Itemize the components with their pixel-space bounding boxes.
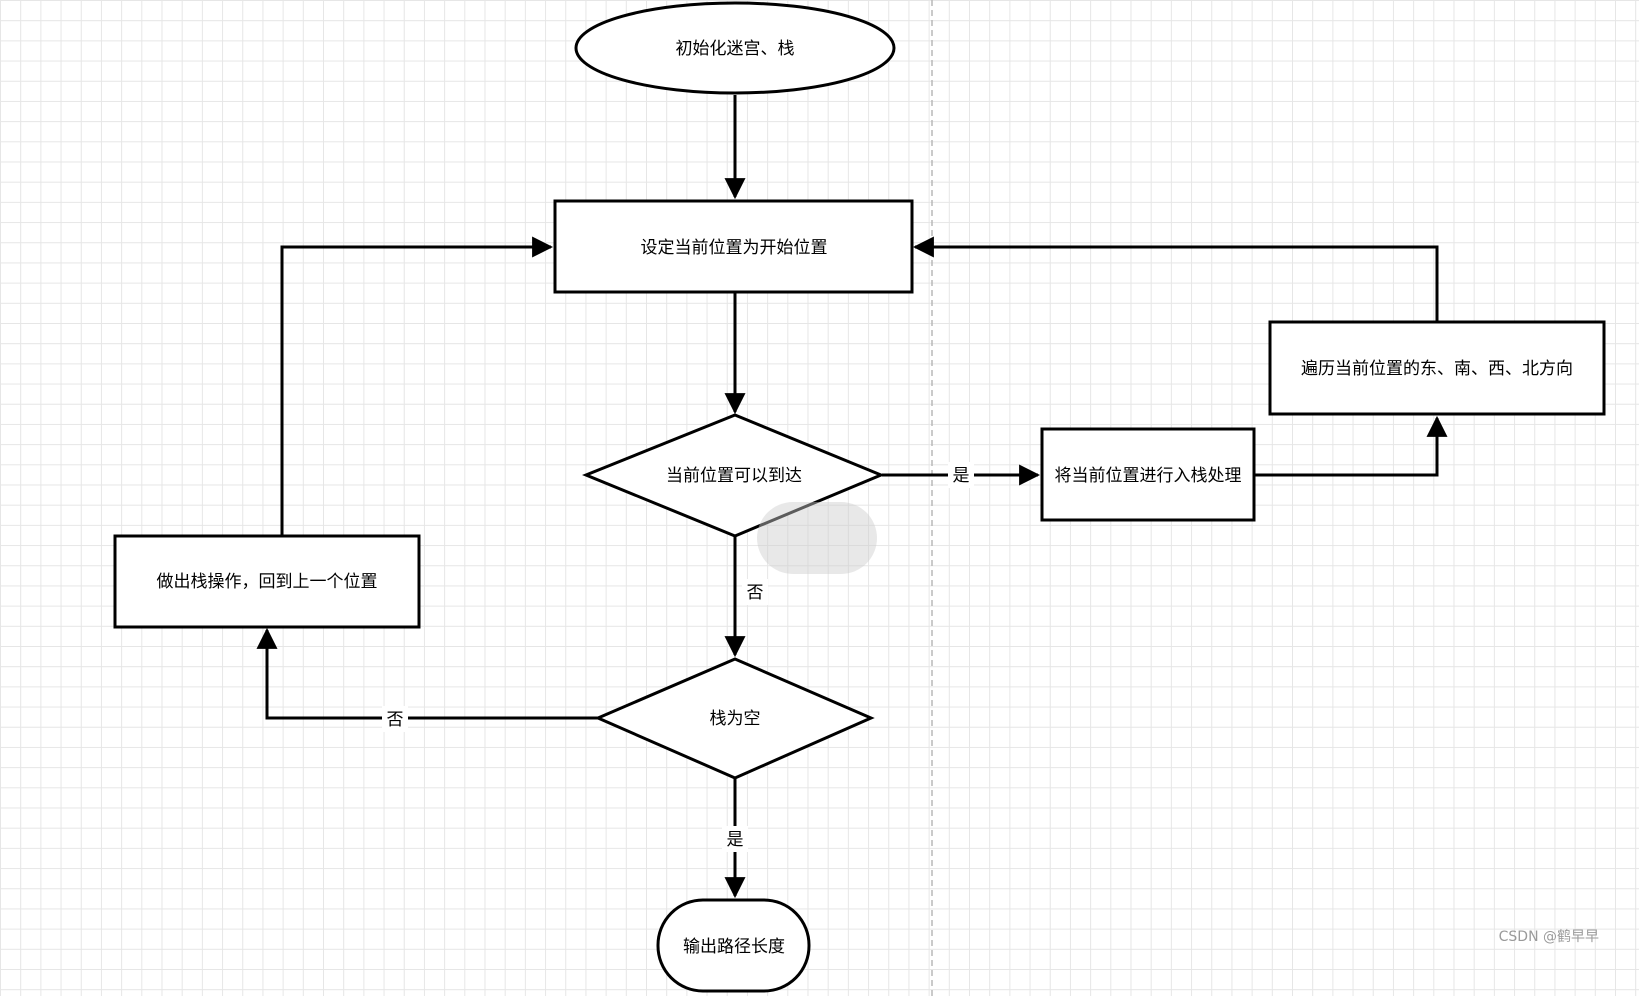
node-init-label: 初始化迷宫、栈 bbox=[676, 39, 795, 59]
node-init[interactable] bbox=[574, 1, 896, 95]
node-stack-empty[interactable] bbox=[594, 657, 875, 780]
node-pop-label: 做出栈操作，回到上一个位置 bbox=[157, 572, 378, 592]
edge-label-reach-no: 否 bbox=[747, 583, 764, 603]
edge-label-bg bbox=[382, 706, 408, 732]
watermark: CSDN @鹤早早 bbox=[1498, 929, 1599, 945]
node-can-reach-label: 当前位置可以到达 bbox=[666, 466, 802, 486]
node-pop[interactable] bbox=[113, 534, 421, 629]
edge-label-bg bbox=[722, 826, 748, 852]
node-output-label: 输出路径长度 bbox=[683, 937, 785, 957]
edge-push-to-traverse bbox=[1254, 415, 1448, 477]
node-push[interactable] bbox=[1040, 427, 1256, 522]
edge-label-bg bbox=[742, 579, 768, 605]
node-push-label: 将当前位置进行入栈处理 bbox=[1055, 466, 1242, 486]
node-traverse[interactable] bbox=[1268, 320, 1606, 416]
edge-label-empty-yes: 是 bbox=[727, 830, 744, 850]
edge-empty-no bbox=[256, 627, 598, 720]
edge-traverse-to-start bbox=[912, 236, 1439, 322]
edge-pop-to-start bbox=[280, 236, 554, 535]
selection-highlight bbox=[757, 502, 877, 574]
edge-label-reach-yes: 是 bbox=[953, 466, 970, 486]
node-traverse-label: 遍历当前位置的东、南、西、北方向 bbox=[1301, 359, 1573, 379]
edge-label-bg bbox=[948, 462, 974, 488]
node-can-reach[interactable] bbox=[582, 413, 885, 538]
node-output[interactable] bbox=[656, 898, 811, 993]
node-set-start-label: 设定当前位置为开始位置 bbox=[641, 238, 828, 258]
edge-label-empty-no: 否 bbox=[387, 710, 404, 730]
node-stack-empty-label: 栈为空 bbox=[710, 709, 761, 729]
node-set-start[interactable] bbox=[553, 199, 914, 294]
